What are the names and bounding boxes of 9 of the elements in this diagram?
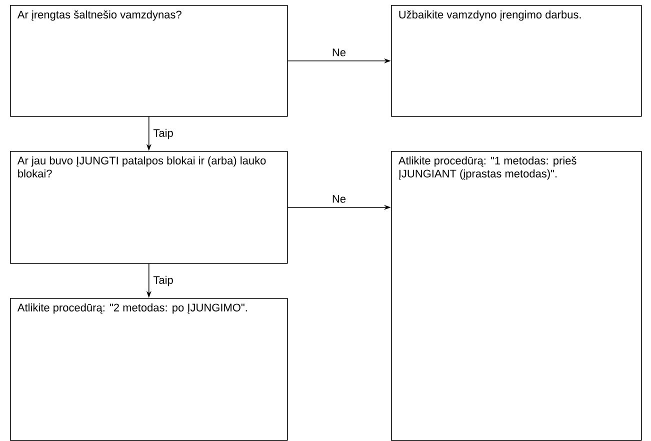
edge-label: Ne: [330, 194, 348, 204]
process-box: Atlikite procedūrą: "2 metodas: po ĮJUNGIMO".: [10, 298, 288, 441]
edge-label: Ne: [330, 47, 348, 58]
process-box: Užbaikite vamzdyno įrengimo darbus.: [391, 4, 642, 117]
edge-label: Taip: [152, 274, 175, 288]
process-box: Ar įrengtas šaltnešio vamzdynas?: [10, 4, 288, 117]
edge-label: Taip: [152, 127, 175, 141]
process-box: Ar jau buvo ĮJUNGTI patalpos blokai ir (arba) lauko blokai?: [10, 150, 288, 264]
process-box: Atlikite procedūrą: "1 metodas: prieš ĮJUNGIANT (įprastas metodas)".: [391, 150, 642, 441]
